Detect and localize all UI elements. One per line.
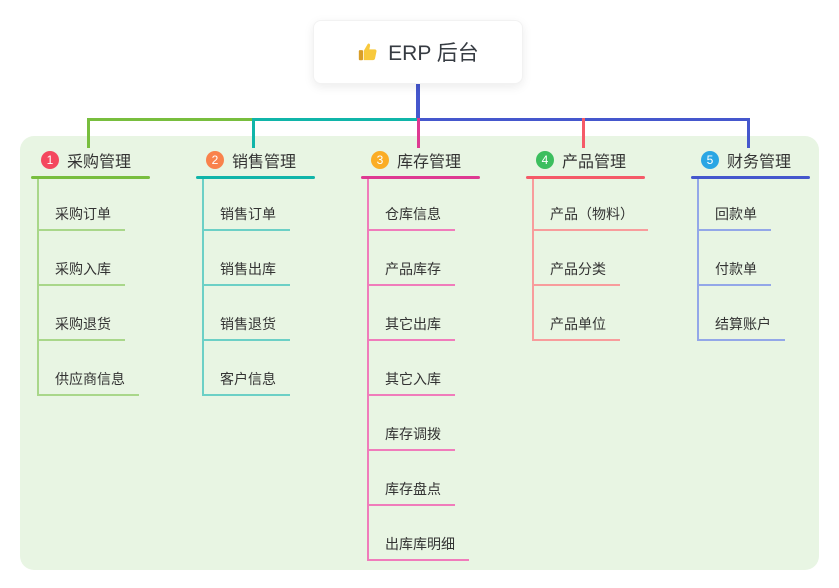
child-node-label: 产品（物料）	[550, 206, 634, 222]
child-node-label: 其它出库	[385, 316, 441, 332]
branch-node-2[interactable]: 2 销售管理	[206, 149, 296, 171]
branch-badge: 4	[536, 151, 554, 169]
child-node-label: 回款单	[715, 206, 757, 222]
child-node[interactable]: 库存盘点	[367, 481, 455, 506]
child-node[interactable]: 产品分类	[532, 261, 620, 286]
branch-node-1[interactable]: 1 采购管理	[41, 149, 131, 171]
branch-title-label: 财务管理	[727, 154, 792, 171]
child-node-label: 产品单位	[550, 316, 606, 332]
child-node[interactable]: 产品单位	[532, 316, 620, 341]
child-node[interactable]: 采购退货	[37, 316, 125, 341]
branch-badge: 5	[701, 151, 719, 169]
connector-bus-segment	[87, 118, 255, 121]
child-node-label: 库存调拨	[385, 426, 441, 442]
child-node-label: 采购入库	[55, 261, 111, 277]
child-node[interactable]: 产品（物料）	[532, 206, 648, 231]
connector-drop	[582, 118, 585, 148]
connector-child-vline	[697, 179, 699, 341]
branch-badge: 1	[41, 151, 59, 169]
child-node-label: 销售订单	[220, 206, 276, 222]
branch-title-underline	[361, 176, 480, 179]
child-node-label: 采购订单	[55, 206, 111, 222]
root-node-label: ERP 后台	[388, 42, 479, 65]
connector-drop	[252, 118, 255, 148]
child-node-label: 采购退货	[55, 316, 111, 332]
child-node[interactable]: 出库库明细	[367, 536, 469, 561]
child-node[interactable]: 销售退货	[202, 316, 290, 341]
branch-badge: 3	[371, 151, 389, 169]
child-node-label: 销售退货	[220, 316, 276, 332]
child-node-label: 客户信息	[220, 371, 276, 387]
connector-drop	[747, 118, 750, 148]
branch-title-label: 采购管理	[67, 154, 132, 171]
connector-bus-segment	[255, 118, 417, 121]
branch-title-label: 销售管理	[232, 154, 297, 171]
branch-title-underline	[31, 176, 150, 179]
connector-child-vline	[202, 179, 204, 396]
branch-badge: 2	[206, 151, 224, 169]
child-node[interactable]: 付款单	[697, 261, 771, 286]
child-node[interactable]: 产品库存	[367, 261, 455, 286]
root-node[interactable]: ERP 后台	[313, 20, 523, 84]
child-node-label: 付款单	[715, 261, 757, 277]
connector-drop	[87, 118, 90, 148]
child-node[interactable]: 其它入库	[367, 371, 455, 396]
child-node[interactable]: 客户信息	[202, 371, 290, 396]
child-node-label: 出库库明细	[385, 536, 455, 552]
child-node[interactable]: 供应商信息	[37, 371, 139, 396]
thumbs-up-icon	[357, 41, 379, 63]
child-node[interactable]: 其它出库	[367, 316, 455, 341]
branch-title-label: 产品管理	[562, 154, 627, 171]
child-node-label: 其它入库	[385, 371, 441, 387]
connector-child-vline	[367, 179, 369, 561]
connector-drop	[417, 118, 420, 148]
child-node-label: 销售出库	[220, 261, 276, 277]
child-node[interactable]: 回款单	[697, 206, 771, 231]
branch-node-5[interactable]: 5 财务管理	[701, 149, 791, 171]
child-node[interactable]: 采购订单	[37, 206, 125, 231]
branch-title-label: 库存管理	[397, 154, 462, 171]
connector-child-vline	[532, 179, 534, 341]
connector-child-vline	[37, 179, 39, 396]
child-node[interactable]: 销售订单	[202, 206, 290, 231]
child-node[interactable]: 库存调拨	[367, 426, 455, 451]
child-node-label: 结算账户	[715, 316, 771, 332]
child-node[interactable]: 采购入库	[37, 261, 125, 286]
child-node[interactable]: 结算账户	[697, 316, 785, 341]
child-node-label: 产品库存	[385, 261, 441, 277]
child-node-label: 仓库信息	[385, 206, 441, 222]
connector-root-line	[416, 82, 420, 118]
child-node[interactable]: 销售出库	[202, 261, 290, 286]
child-node-label: 库存盘点	[385, 481, 441, 497]
branch-node-4[interactable]: 4 产品管理	[536, 149, 626, 171]
mindmap-panel	[20, 136, 819, 570]
branch-title-underline	[526, 176, 645, 179]
branch-title-underline	[196, 176, 315, 179]
child-node-label: 供应商信息	[55, 371, 125, 387]
branch-title-underline	[691, 176, 810, 179]
child-node[interactable]: 仓库信息	[367, 206, 455, 231]
branch-node-3[interactable]: 3 库存管理	[371, 149, 461, 171]
child-node-label: 产品分类	[550, 261, 606, 277]
